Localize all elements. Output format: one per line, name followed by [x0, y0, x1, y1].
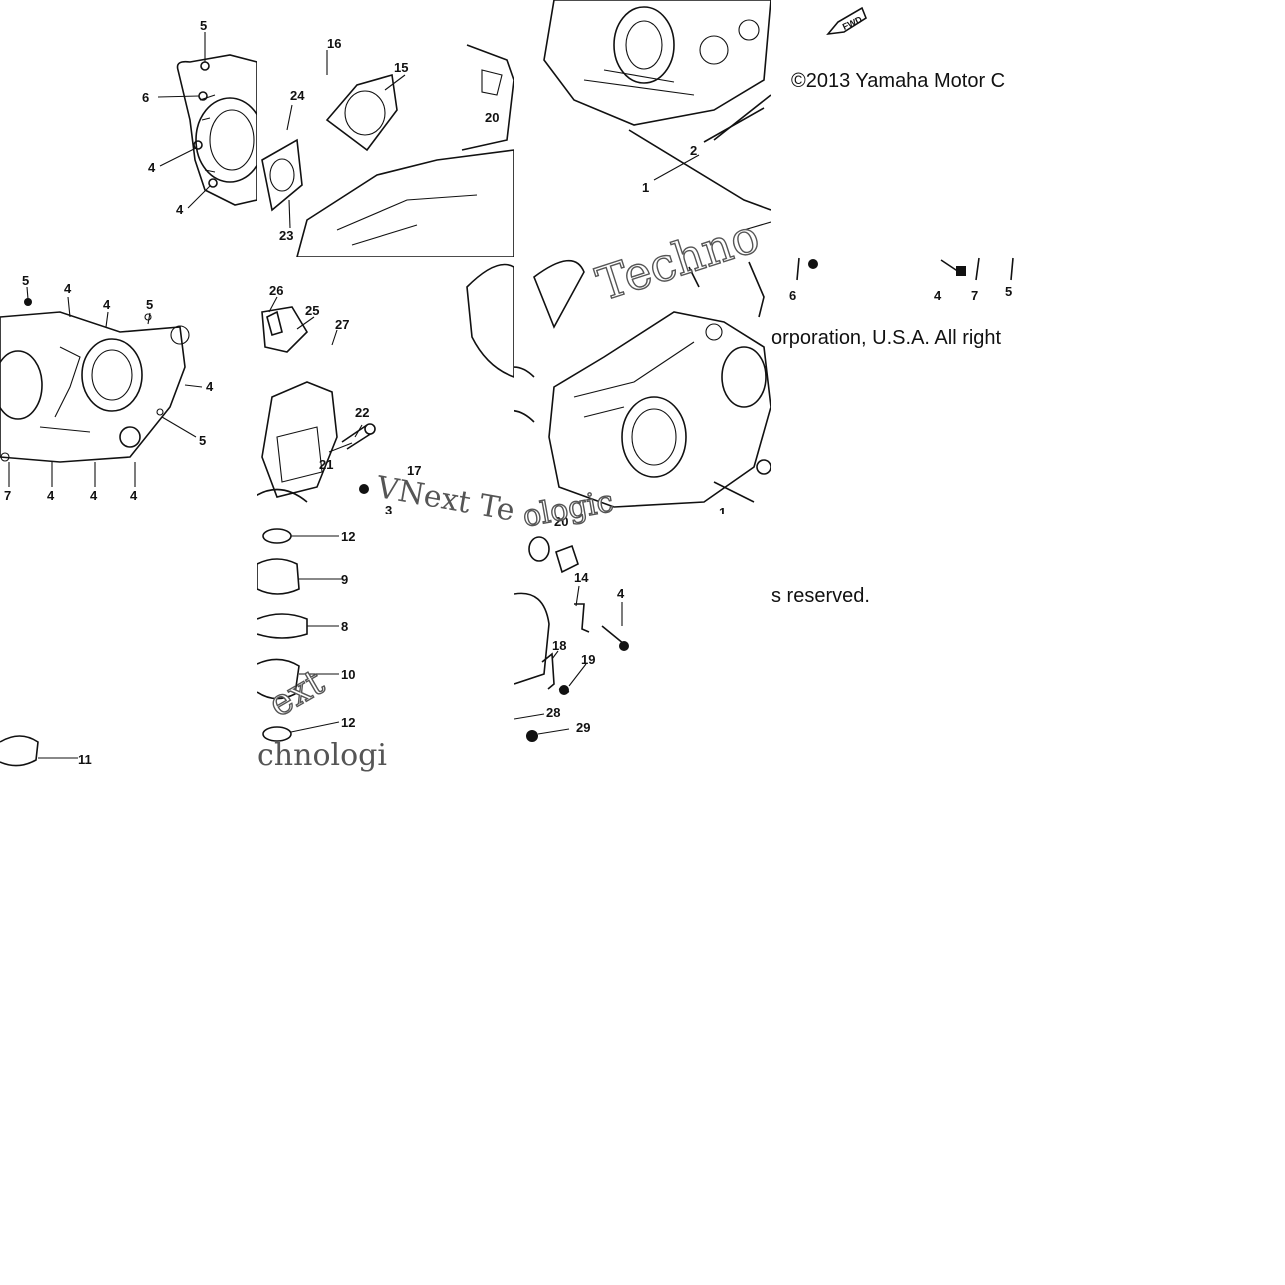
diagram-tile-middle: 26 25 27 22 21 17 3 — [257, 257, 514, 514]
diagram-tile-crankcase-left: 5 4 4 5 4 5 7 4 4 4 — [0, 257, 257, 514]
callout-5a: 5 — [22, 273, 29, 288]
callout-4f: 4 — [90, 488, 98, 503]
small-parts-strip: 6 4 7 5 — [789, 257, 1014, 303]
copyright-line-2: orporation, U.S.A. All right — [771, 327, 1002, 349]
diagram-tile-cover-left: 5 6 4 4 — [0, 0, 257, 257]
callout-19: 19 — [581, 652, 595, 667]
callout-20: 20 — [485, 110, 499, 125]
callout-25: 25 — [305, 303, 319, 318]
copyright-line-1: ©2013 Yamaha Motor C — [791, 70, 1006, 92]
callout-6b: 6 — [789, 288, 796, 303]
middle-drawing: 26 25 27 22 21 17 3 — [257, 263, 514, 514]
callout-9: 9 — [341, 572, 348, 587]
callout-16: 16 — [327, 36, 341, 51]
callout-14: 14 — [574, 570, 589, 585]
callout-24: 24 — [290, 88, 305, 103]
callout-15: 15 — [394, 60, 408, 75]
callout-4g: 4 — [130, 488, 138, 503]
gasket-drawing: 16 15 24 23 20 — [261, 36, 514, 257]
callout-4i: 4 — [617, 586, 625, 601]
callout-6: 6 — [142, 90, 149, 105]
callout-1b: 1 — [719, 505, 726, 514]
ring-drawing: 11 — [0, 735, 92, 767]
copyright-line-3: s reserved. — [771, 585, 870, 607]
callout-7: 7 — [4, 488, 11, 503]
callout-2: 2 — [690, 143, 697, 158]
crankcase-right-drawing: 1 — [514, 259, 771, 514]
diagram-tile-brackets: 20 14 4 18 19 28 29 — [514, 514, 771, 771]
callout-10: 10 — [341, 667, 355, 682]
callout-4b: 4 — [176, 202, 184, 217]
callout-4: 4 — [148, 160, 156, 175]
watermark-chnologi: chnologi — [257, 738, 387, 773]
callout-4h: 4 — [934, 288, 942, 303]
callout-20b: 20 — [554, 514, 568, 529]
callout-11: 11 — [78, 752, 92, 767]
callout-4c: 4 — [103, 297, 111, 312]
fwd-arrow-icon: FWD — [826, 6, 867, 36]
callout-12b: 12 — [341, 715, 355, 730]
callout-21: 21 — [319, 457, 333, 472]
diagram-tile-gaskets: 16 15 24 23 20 — [257, 0, 514, 257]
callout-5: 5 — [200, 18, 207, 33]
diagram-tile-crankcase-right: 1 — [514, 257, 771, 514]
callout-5b: 5 — [146, 297, 153, 312]
diagram-tile-ring: 11 — [0, 720, 257, 771]
callout-4a: 4 — [64, 281, 72, 296]
cover-drawing: 5 6 4 4 — [142, 18, 257, 217]
callout-26: 26 — [269, 283, 283, 298]
callout-3: 3 — [385, 503, 392, 514]
callout-4e: 4 — [47, 488, 55, 503]
crankcase-left-drawing: 5 4 4 5 4 5 7 4 4 4 — [0, 273, 214, 503]
callout-5d: 5 — [1005, 284, 1012, 299]
callout-27: 27 — [335, 317, 349, 332]
callout-12: 12 — [341, 529, 355, 544]
callout-23: 23 — [279, 228, 293, 243]
callout-5c: 5 — [199, 433, 206, 448]
crankcase-top-drawing: 2 1 — [543, 0, 771, 231]
fwd-label: FWD — [841, 14, 864, 32]
callout-18: 18 — [552, 638, 566, 653]
callout-7b: 7 — [971, 288, 978, 303]
callout-22: 22 — [355, 405, 369, 420]
callout-8: 8 — [341, 619, 348, 634]
brackets-drawing: 20 14 4 18 19 28 29 — [514, 514, 629, 742]
callout-4d: 4 — [206, 379, 214, 394]
callout-17: 17 — [407, 463, 421, 478]
callout-29: 29 — [576, 720, 590, 735]
seals-drawing: 12 9 8 10 12 — [257, 528, 355, 742]
callout-28: 28 — [546, 705, 560, 720]
diagram-tile-seals: 12 9 8 10 12 — [257, 514, 514, 771]
callout-1: 1 — [642, 180, 649, 195]
diagram-tile-crankcase-top: 2 1 — [514, 0, 771, 257]
